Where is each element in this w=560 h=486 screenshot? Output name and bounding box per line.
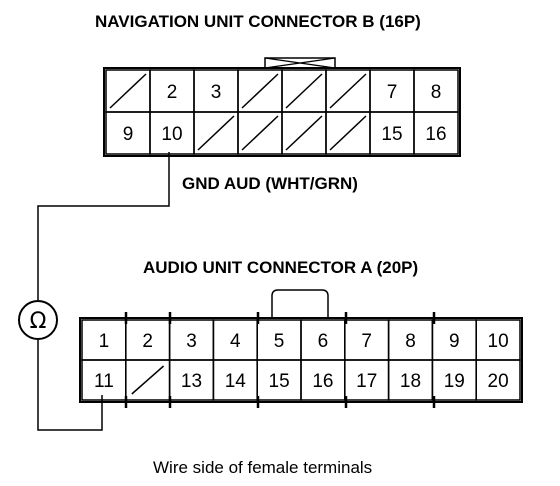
connector-b-pin-label: 15 (381, 124, 402, 145)
probe-lead-b (37, 152, 170, 300)
connector-a-empty-cavity-mark (131, 365, 165, 395)
connector-a-pin-label: 9 (449, 331, 460, 352)
connector-a-pin-label: 4 (230, 331, 241, 352)
wire-label: GND AUD (WHT/GRN) (182, 174, 358, 193)
connector-a-pin-label: 16 (312, 371, 333, 392)
test-leads: Ω (18, 152, 170, 431)
connector-a-pin-label: 18 (400, 371, 421, 392)
connector-a-pin-label: 8 (405, 331, 416, 352)
connector-a-pin-label: 19 (444, 371, 465, 392)
connector-b-pin-label: 7 (387, 82, 398, 103)
connector-a-pin-label: 2 (142, 331, 153, 352)
caption: Wire side of female terminals (153, 458, 372, 477)
connector-b-empty-cavity-mark (109, 73, 147, 109)
connector-a-pin-label: 3 (186, 331, 197, 352)
connector-b-pin-label: 16 (425, 124, 446, 145)
connector-b-housing (103, 67, 461, 157)
connector-a-pin-label: 13 (181, 371, 202, 392)
connector-b-pin-label: 10 (161, 124, 182, 145)
connector-a-pin-label: 20 (488, 371, 509, 392)
connector-b-pin-label: 2 (167, 82, 178, 103)
connector-b-empty-cavity-mark (285, 115, 323, 151)
connector-a-pin-label: 14 (225, 371, 247, 392)
ohmmeter-icon (18, 300, 58, 340)
connector-a-pin-label: 1 (99, 331, 110, 352)
connector-a-pin-label: 17 (356, 371, 377, 392)
connector-a-pin-label: 15 (269, 371, 290, 392)
connector-a-lock-tab (271, 289, 329, 318)
connector-b-empty-cavity-mark (241, 73, 279, 109)
connector-a-cavity (475, 359, 521, 401)
connector-b-title: NAVIGATION UNIT CONNECTOR B (16P) (95, 12, 421, 31)
connector-a-pin-label: 5 (274, 331, 285, 352)
connector-b-empty-cavity-mark (241, 115, 279, 151)
connector-a-housing (79, 317, 523, 403)
connector-b-pin-label: 3 (211, 82, 222, 103)
connector-b-empty-cavity-mark (329, 115, 367, 151)
connector-b-lock-tab (264, 57, 336, 68)
connector-b: 2 3 7 8 9 10 15 16 (103, 57, 461, 157)
connector-a: 1 2 3 4 5 6 7 8 9 10 11 13 14 15 16 17 18 19 20 (79, 289, 523, 408)
connector-b-empty-cavity-mark (197, 115, 235, 151)
connector-a-pin-label: 6 (318, 331, 329, 352)
connector-a-pin-label: 11 (94, 371, 114, 392)
connector-a-pin-label: 10 (488, 331, 509, 352)
connector-b-pin-label: 8 (431, 82, 442, 103)
connector-a-title: AUDIO UNIT CONNECTOR A (20P) (143, 258, 418, 277)
connector-a-pin-label: 7 (361, 331, 372, 352)
connector-b-cavity (413, 111, 459, 155)
probe-lead-a (37, 340, 103, 431)
connector-b-empty-cavity-mark (285, 73, 323, 109)
connector-b-empty-cavity-mark (329, 73, 367, 109)
connector-b-pin-label: 9 (123, 124, 134, 145)
ohm-symbol: Ω (30, 309, 47, 334)
